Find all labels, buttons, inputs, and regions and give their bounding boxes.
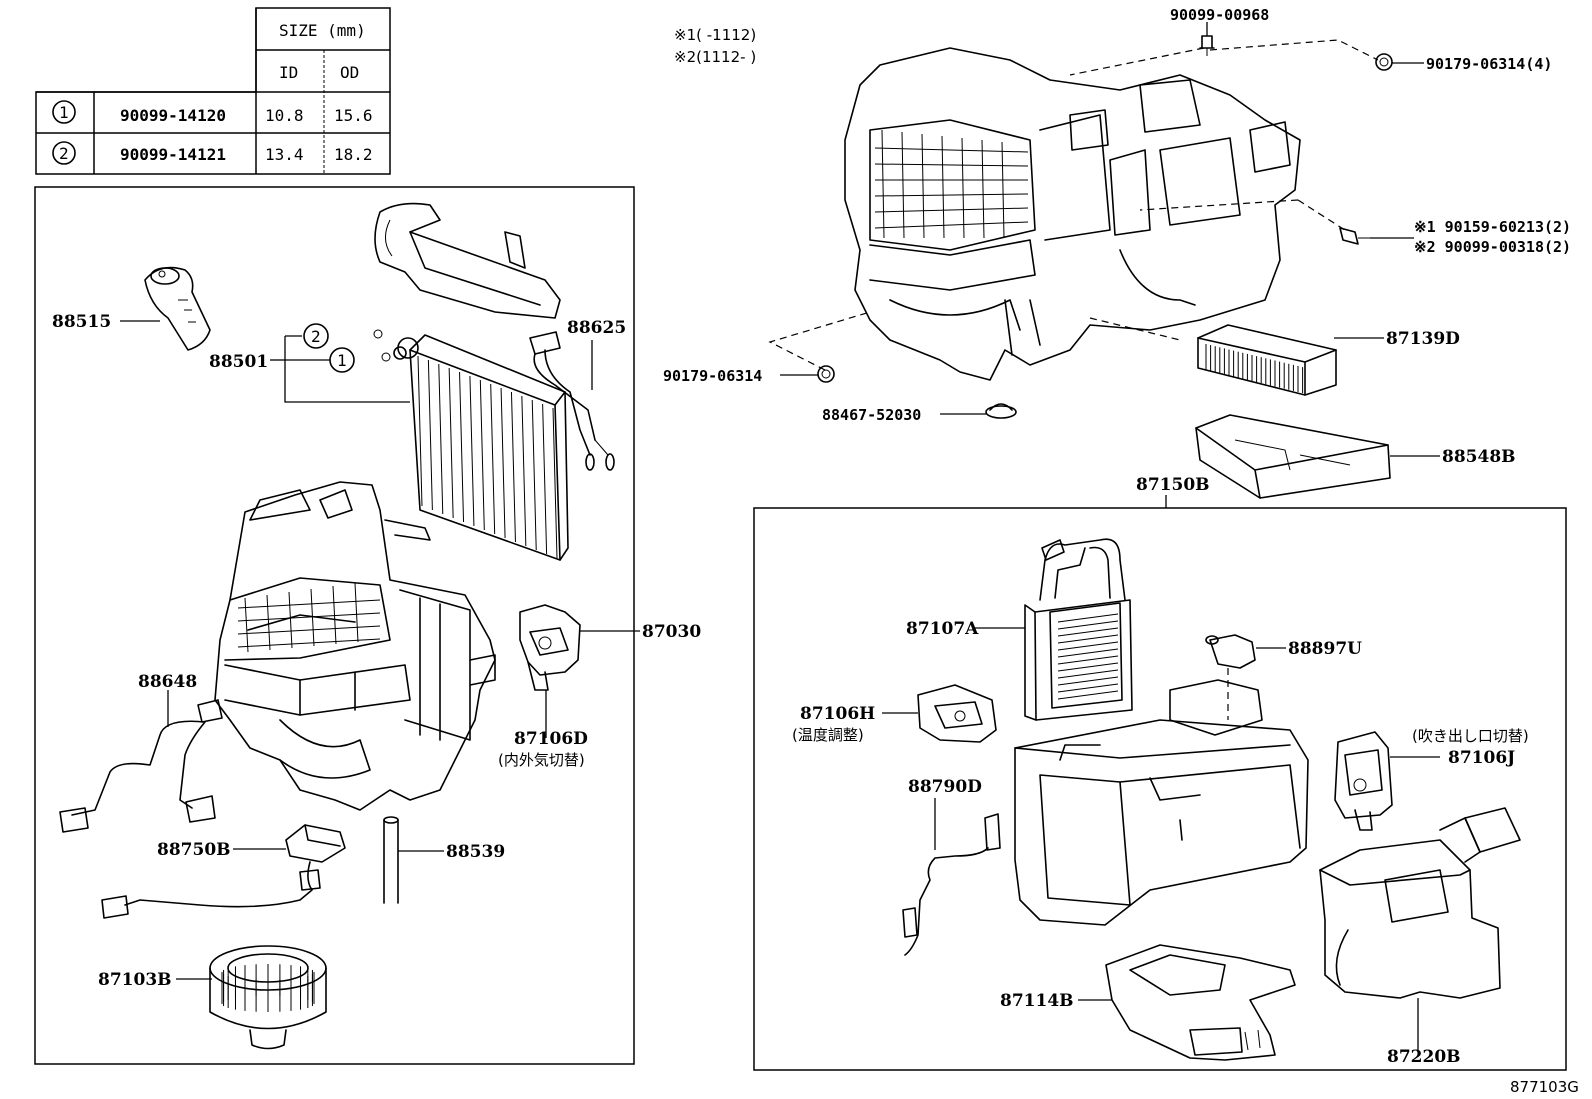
callout-2: 2 xyxy=(311,327,321,346)
label-88750B: 88750B xyxy=(157,840,231,860)
label-88467-52030: 88467-52030 xyxy=(822,406,921,424)
label-90159-60213: ※1 90159-60213(2) xyxy=(1414,218,1571,236)
label-87106H-sub: (温度調整) xyxy=(792,726,864,744)
label-88790D: 88790D xyxy=(908,777,982,797)
part-88790D[interactable] xyxy=(902,813,1001,956)
part-90179-06314[interactable] xyxy=(817,365,835,383)
label-90099-00968: 90099-00968 xyxy=(1170,6,1269,24)
part-88515[interactable] xyxy=(144,266,211,351)
part-88648[interactable] xyxy=(59,699,223,833)
label-87106D: 87106D xyxy=(514,729,588,749)
label-88515: 88515 xyxy=(52,312,111,332)
part-87103B[interactable] xyxy=(209,945,327,1050)
label-87150B: 87150B xyxy=(1136,475,1210,495)
part-87106D[interactable] xyxy=(519,604,581,691)
label-88539: 88539 xyxy=(446,842,505,862)
size-table: SIZE (mm) ID OD 1 90099-14120 10.8 15.6 … xyxy=(35,7,391,175)
part-87107A[interactable] xyxy=(1024,538,1133,721)
label-88501: 88501 xyxy=(209,352,268,372)
part-87220B[interactable] xyxy=(1319,807,1521,999)
row1-id: 10.8 xyxy=(265,106,304,125)
part-88539[interactable] xyxy=(383,816,399,904)
label-87106J: 87106J xyxy=(1448,748,1515,768)
label-90179-06314: 90179-06314 xyxy=(663,367,762,385)
label-87139D: 87139D xyxy=(1386,329,1460,349)
row2-id: 13.4 xyxy=(265,145,304,164)
part-88548B[interactable] xyxy=(1195,414,1391,499)
part-88467-52030[interactable] xyxy=(985,403,1017,419)
part-88897U[interactable] xyxy=(1205,634,1256,669)
row1-od: 15.6 xyxy=(334,106,373,125)
row1-part: 90099-14120 xyxy=(120,106,226,125)
row1-mark: 1 xyxy=(59,103,69,122)
label-87030: 87030 xyxy=(642,622,701,642)
label-87220B: 87220B xyxy=(1387,1047,1461,1067)
note-2: ※2(1112- ) xyxy=(674,48,756,66)
part-87114B[interactable] xyxy=(1105,944,1296,1061)
part-evaporator-cover[interactable] xyxy=(374,202,561,319)
part-87106J[interactable] xyxy=(1334,731,1393,831)
label-87106H: 87106H xyxy=(800,704,875,724)
part-90179-06314-4[interactable] xyxy=(1375,53,1393,71)
od-header: OD xyxy=(340,63,359,82)
part-87106H[interactable] xyxy=(917,684,997,743)
note-1: ※1( -1112) xyxy=(674,26,756,44)
label-87114B: 87114B xyxy=(1000,991,1074,1011)
right-assembly-frame xyxy=(753,507,1567,1071)
part-87030-unit[interactable] xyxy=(214,481,496,811)
part-screw-x1-x2[interactable] xyxy=(1339,227,1370,245)
row2-od: 18.2 xyxy=(334,145,373,164)
diagram-reference: 877103G xyxy=(1510,1078,1579,1096)
callout-1-symbol xyxy=(52,100,76,124)
label-90099-00318: ※2 90099-00318(2) xyxy=(1414,238,1571,256)
left-assembly-frame xyxy=(34,186,635,1065)
label-88625: 88625 xyxy=(567,318,626,338)
label-87103B: 87103B xyxy=(98,970,172,990)
part-hvac-assembly[interactable] xyxy=(844,47,1301,381)
part-heater-case[interactable] xyxy=(1014,679,1309,926)
part-88750B[interactable] xyxy=(101,824,346,919)
row2-mark: 2 xyxy=(59,144,69,163)
part-88625[interactable] xyxy=(529,331,615,471)
label-88548B: 88548B xyxy=(1442,447,1516,467)
label-88648: 88648 xyxy=(138,672,197,692)
part-88501-evaporator[interactable] xyxy=(393,334,569,561)
part-90099-00968[interactable] xyxy=(1199,35,1215,56)
label-87106D-sub: (内外気切替) xyxy=(498,751,585,769)
size-header: SIZE (mm) xyxy=(279,21,366,40)
label-87106J-sub: (吹き出し口切替) xyxy=(1412,727,1529,745)
id-header: ID xyxy=(279,63,298,82)
part-87139D[interactable] xyxy=(1197,324,1337,396)
callout-2-symbol xyxy=(52,141,76,165)
label-90179-06314-4: 90179-06314(4) xyxy=(1426,55,1552,73)
label-87107A: 87107A xyxy=(906,619,979,639)
callout-1: 1 xyxy=(337,351,347,370)
label-88897U: 88897U xyxy=(1288,639,1362,659)
row2-part: 90099-14121 xyxy=(120,145,226,164)
